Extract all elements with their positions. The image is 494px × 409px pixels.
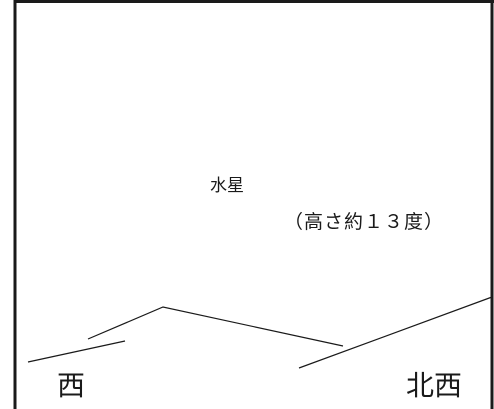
planet-label: 水星 <box>210 176 244 196</box>
mountain-ridge-left <box>27 340 126 363</box>
altitude-label: （高さ約１３度） <box>284 211 445 233</box>
direction-west-label: 西 <box>57 369 86 402</box>
direction-northwest-label: 北西 <box>406 369 463 402</box>
mountain-ridge-right <box>298 296 493 369</box>
mountain-ridge-main <box>87 306 344 347</box>
